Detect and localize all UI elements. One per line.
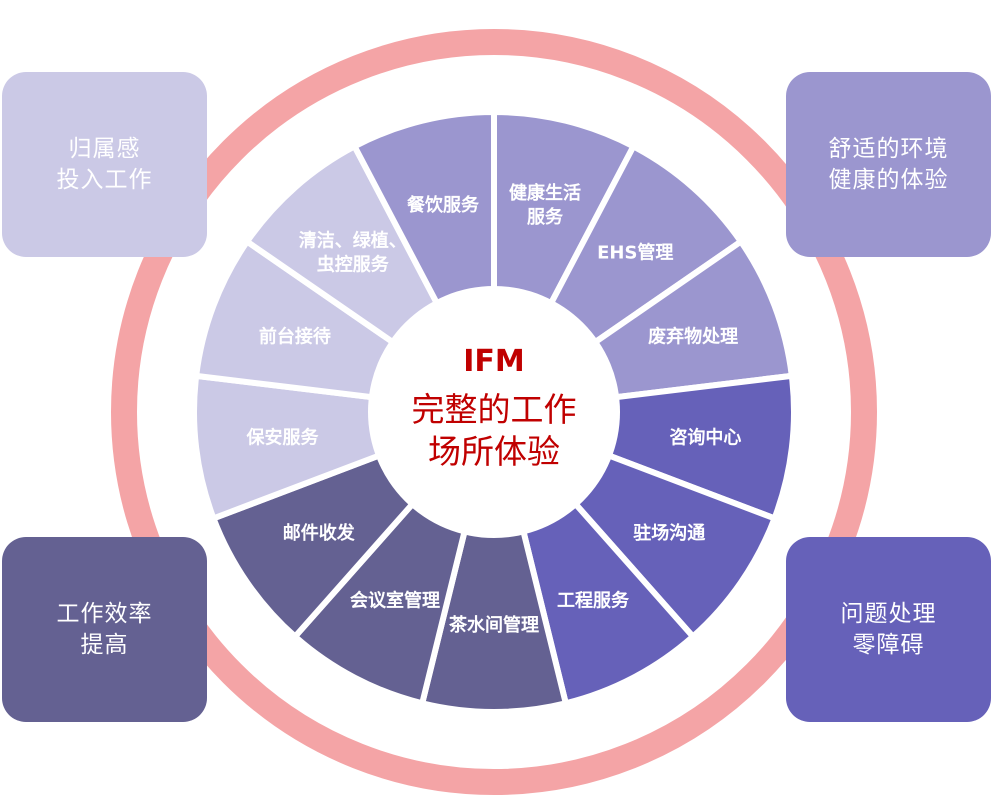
service-segment-label: 健康生活 xyxy=(509,182,581,204)
service-segment xyxy=(418,411,570,715)
benefit-box-bottom-right: 问题处理 零障碍 xyxy=(786,537,991,722)
service-segment-label: 驻场沟通 xyxy=(633,522,705,544)
benefit-text-line: 提高 xyxy=(80,631,129,658)
benefit-text-line: 舒适的环境 xyxy=(828,135,949,162)
outer-ring xyxy=(111,29,877,795)
service-segment-label: 虫控服务 xyxy=(317,254,390,276)
benefit-box-bottom-left: 工作效率 提高 xyxy=(2,537,207,722)
benefit-text-line: 归属感 xyxy=(68,135,141,162)
service-segment-label: 服务 xyxy=(527,206,564,228)
service-segment-label: 茶水间管理 xyxy=(449,614,539,636)
service-segment-label: 保安服务 xyxy=(246,427,320,449)
service-segment-label: 前台接待 xyxy=(259,325,331,347)
service-segment-label: 会议室管理 xyxy=(350,590,440,612)
benefit-text-line: 工作效率 xyxy=(56,600,153,627)
benefit-text-line: 零障碍 xyxy=(852,631,925,658)
service-segment-label: 餐饮服务 xyxy=(406,194,480,216)
service-segment-label: 废弃物处理 xyxy=(648,325,738,347)
service-segment-label: 工程服务 xyxy=(557,590,630,612)
center-line-2: 场所体验 xyxy=(428,432,560,471)
benefit-text-line: 投入工作 xyxy=(56,166,153,193)
service-segment-label: EHS管理 xyxy=(597,242,673,264)
benefit-box-top-right: 舒适的环境 健康的体验 xyxy=(786,72,991,257)
service-segment-label: 邮件收发 xyxy=(283,522,356,544)
benefit-text-line: 问题处理 xyxy=(840,600,937,627)
center-line-1: 完整的工作 xyxy=(412,390,577,429)
center-title: IFM xyxy=(463,344,525,379)
benefit-text-line: 健康的体验 xyxy=(828,166,949,193)
center-disc xyxy=(368,286,620,538)
service-segment-label: 咨询中心 xyxy=(669,427,741,449)
benefit-box-top-left: 归属感 投入工作 xyxy=(2,72,207,257)
service-segment-label: 清洁、绿植、 xyxy=(299,230,407,252)
